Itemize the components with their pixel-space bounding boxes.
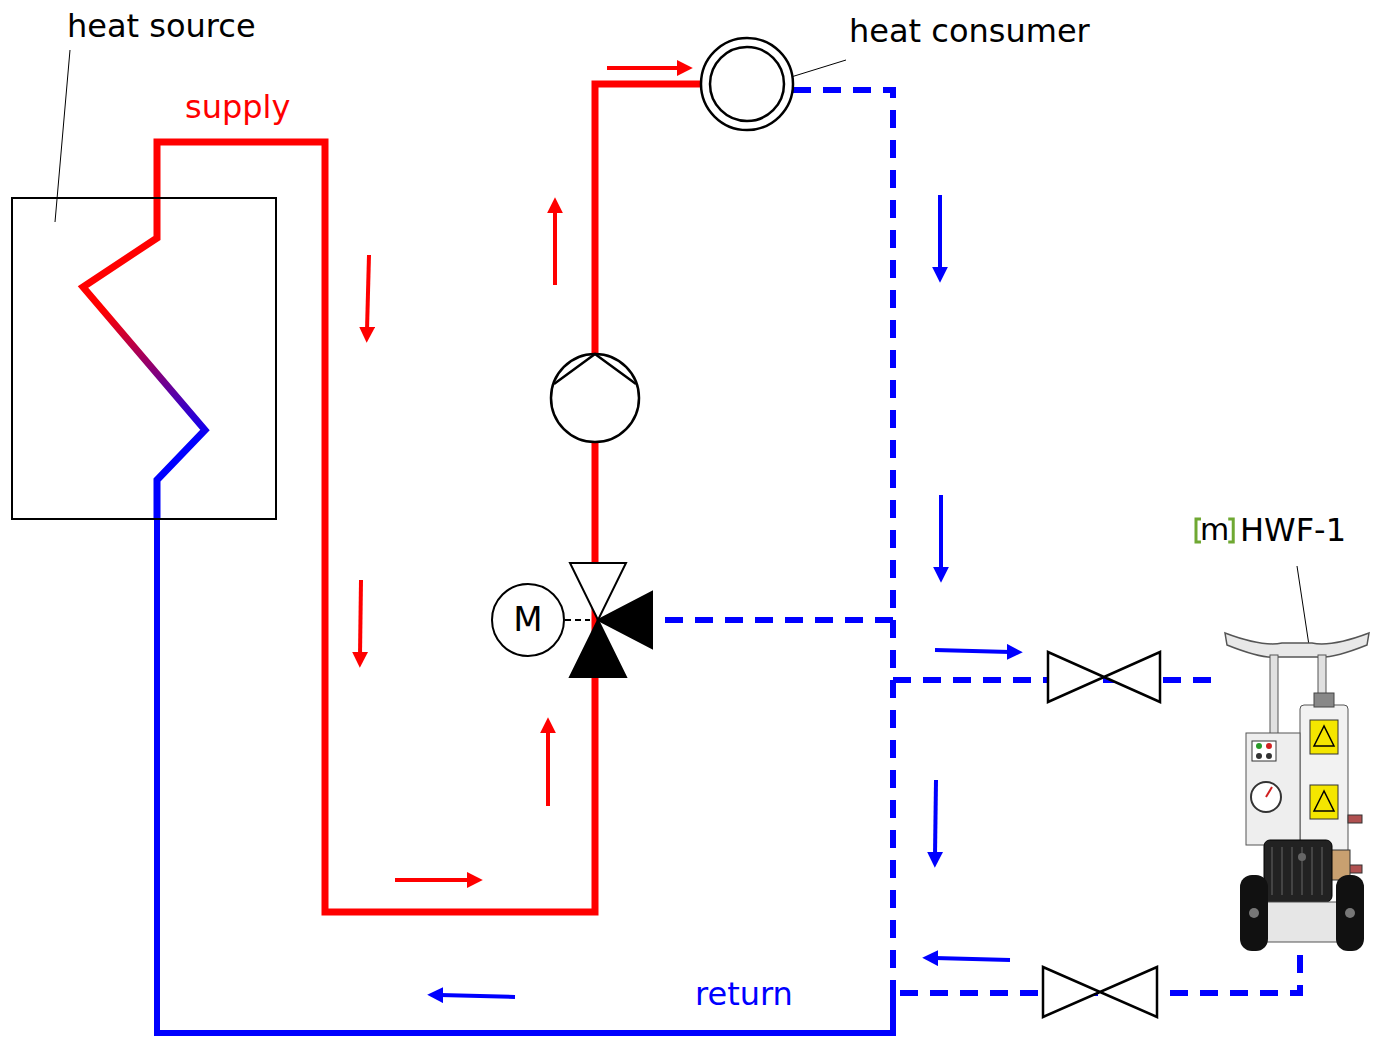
supply-label: supply [185, 90, 290, 125]
motor-circle: M [491, 583, 565, 657]
shutoff-valve [1043, 967, 1157, 1017]
heat-source-box: heat source [11, 197, 277, 520]
heat-consumer-circle-outline [699, 36, 795, 132]
pump-symbol [551, 354, 639, 442]
flow-arrow [440, 195, 1010, 997]
logo-brackets [1194, 513, 1235, 546]
heat-source-label: heat source [67, 9, 256, 44]
pipe-connector [157, 90, 893, 1033]
motor-link [565, 619, 590, 621]
heat-consumer-label: heat consumer [849, 14, 1090, 49]
hwf-device-outline [1222, 625, 1372, 955]
brand-logo: m [1194, 513, 1235, 546]
leader-line [1297, 566, 1310, 652]
heat-consumer-circle: heat consumer [699, 36, 795, 132]
flow-arrow [360, 68, 680, 880]
pipe-connector [793, 90, 1222, 680]
shutoff-valve [1048, 652, 1160, 702]
hwf-device: mHWF-1 [1222, 625, 1372, 955]
pipe-connector [157, 520, 1300, 1033]
return-label: return [695, 977, 793, 1012]
bypass-pipe [655, 617, 893, 623]
heating-coil [83, 197, 205, 520]
device-label: HWF-1 [1240, 513, 1346, 548]
pipe-connector [157, 84, 701, 912]
three-way-valve [570, 563, 652, 677]
motor-label: M [513, 601, 542, 638]
filter-unit-illustration [1225, 633, 1369, 951]
